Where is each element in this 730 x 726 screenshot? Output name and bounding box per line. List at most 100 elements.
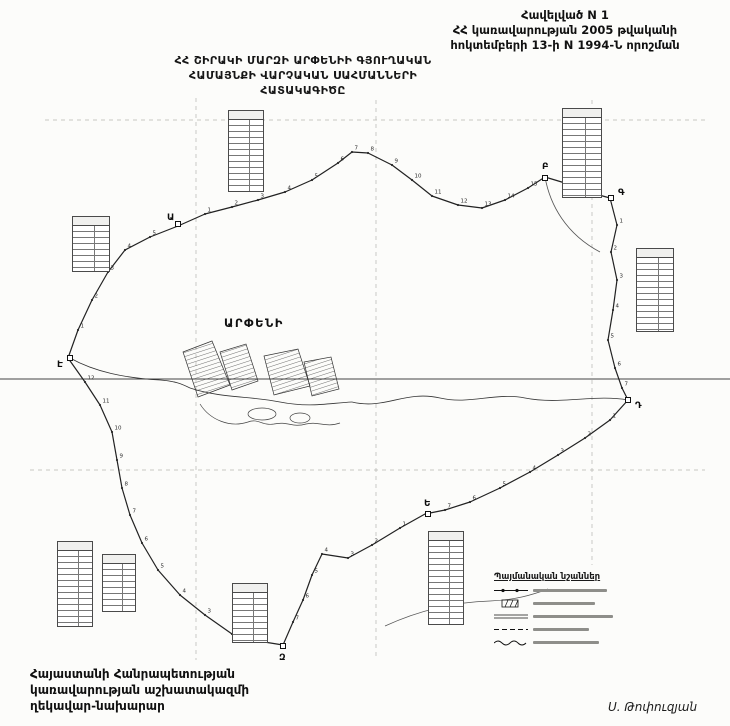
page-title: ՀՀ ՇԻՐԱԿԻ ՄԱՐԶԻ ԱՐՓԵՆԻԻ ԳՅՈՒՂԱԿԱՆ ՀԱՄԱՅՆ… xyxy=(128,54,478,99)
vertex-number: 7 xyxy=(448,504,452,510)
legend-label-placeholder xyxy=(533,589,607,592)
vertex-dot xyxy=(115,458,119,462)
coordinate-table-header xyxy=(73,217,109,226)
vertex-dot xyxy=(456,203,460,207)
legend-label-placeholder xyxy=(533,641,599,644)
vertex-number: 3 xyxy=(208,609,212,615)
vertex-dot xyxy=(120,486,124,490)
vertex-dot xyxy=(310,573,314,577)
vertex-dot xyxy=(410,178,414,182)
village-layer xyxy=(182,340,340,424)
coordinate-table-header xyxy=(58,542,92,551)
vertex-dot xyxy=(110,430,114,434)
vertex-dot xyxy=(480,206,484,210)
vertex-dot xyxy=(430,194,434,198)
vertex-dot xyxy=(98,403,102,407)
vertex-number: 2 xyxy=(375,539,379,545)
vertex-dot xyxy=(148,235,152,239)
vertex-number: 1 xyxy=(208,208,212,214)
coordinate-table-header xyxy=(429,532,463,541)
vertex-dot xyxy=(156,568,160,572)
vertex-dot xyxy=(528,470,532,474)
vertex-dot xyxy=(301,598,305,602)
boundary-point-label: Ե xyxy=(424,499,431,509)
vertex-number: 13 xyxy=(485,202,492,208)
vertex-number: 9 xyxy=(120,454,124,460)
vertex-number: 10 xyxy=(415,174,422,180)
river-symbol xyxy=(494,640,527,646)
vertex-dot xyxy=(128,513,132,517)
vertex-dot xyxy=(390,163,394,167)
vertex-number: 1 xyxy=(81,324,85,330)
hydro-layer xyxy=(69,357,629,627)
vertex-number: 11 xyxy=(435,190,442,196)
vertex-number: 5 xyxy=(161,564,165,570)
legend-row xyxy=(494,599,632,608)
vertex-number: 2 xyxy=(95,294,99,300)
appendix-note-line3: հոկտեմբերի 13-ի N 1994-Ն որոշման xyxy=(450,37,680,52)
vertex-dot xyxy=(468,500,472,504)
vertex-dot xyxy=(203,212,207,216)
page-title-line3: ՀԱՏԱԿԱԳԻԾԸ xyxy=(260,83,346,97)
vertex-dot xyxy=(503,198,507,202)
legend-row xyxy=(494,625,632,634)
vertex-dot xyxy=(203,613,207,617)
boundary-point-marker xyxy=(280,643,286,649)
vertex-dot xyxy=(140,541,144,545)
vertex-number: 3 xyxy=(111,266,115,272)
vertex-number: 5 xyxy=(503,482,507,488)
vertex-dot xyxy=(613,366,617,370)
legend-label-placeholder xyxy=(533,628,589,631)
vertex-number: 7 xyxy=(296,616,300,622)
boundary-point-marker xyxy=(625,397,631,403)
boundary-point-marker xyxy=(67,355,73,361)
legend-row xyxy=(494,638,632,647)
vertex-dot xyxy=(608,418,612,422)
vertex-number: 6 xyxy=(473,496,477,502)
dashed-line-symbol xyxy=(494,629,528,630)
vertex-dot xyxy=(230,205,234,209)
vertex-number: 4 xyxy=(183,589,187,595)
vertex-dot xyxy=(90,298,94,302)
footer-line1: Հայաստանի Հանրապետության xyxy=(30,667,235,681)
coordinate-table xyxy=(232,583,268,643)
vertex-number: 3 xyxy=(261,194,265,200)
village-block xyxy=(219,343,259,391)
vertex-number: 2 xyxy=(235,201,239,207)
coordinate-table-divider xyxy=(657,258,659,331)
vertex-dot xyxy=(178,593,182,597)
boundary-point-label: Գ xyxy=(618,188,625,198)
coordinate-table xyxy=(562,108,602,198)
coordinate-table-divider xyxy=(77,551,79,626)
page-title-line1: ՀՀ ՇԻՐԱԿԻ ՄԱՐԶԻ ԱՐՓԵՆԻԻ ԳՅՈՒՂԱԿԱՆ xyxy=(174,54,432,67)
vertex-number: 4 xyxy=(533,466,537,472)
vertex-dot xyxy=(320,552,324,556)
vertex-dot xyxy=(283,190,287,194)
footer-line2: կառավարության աշխատակազմի xyxy=(30,683,250,698)
village-outline xyxy=(247,407,277,421)
boundary-line-symbol xyxy=(494,588,528,593)
vertex-dot xyxy=(498,486,502,490)
legend-title: Պայմանական նշաններ xyxy=(494,572,601,582)
coordinate-table-header xyxy=(563,109,601,118)
coordinate-table-header xyxy=(637,249,673,258)
boundary-point-label: Բ xyxy=(542,162,549,172)
vertex-dot xyxy=(346,556,350,560)
boundary-point-marker xyxy=(542,175,548,181)
vertex-dot xyxy=(336,161,340,165)
vertex-number: 4 xyxy=(288,186,292,192)
vertex-number: 4 xyxy=(616,304,620,310)
road-symbol xyxy=(494,614,528,619)
vertex-number: 1 xyxy=(403,522,407,528)
vertex-dot xyxy=(615,278,619,282)
vertex-number: 5 xyxy=(153,231,157,237)
coordinate-table xyxy=(102,554,136,612)
legend: Պայմանական նշաններ xyxy=(494,572,632,651)
vertex-dot xyxy=(310,178,314,182)
boundary-point-label: Է xyxy=(57,360,63,370)
village-block xyxy=(182,340,231,398)
vertex-number: 6 xyxy=(145,537,149,543)
vertex-dot xyxy=(583,436,587,440)
